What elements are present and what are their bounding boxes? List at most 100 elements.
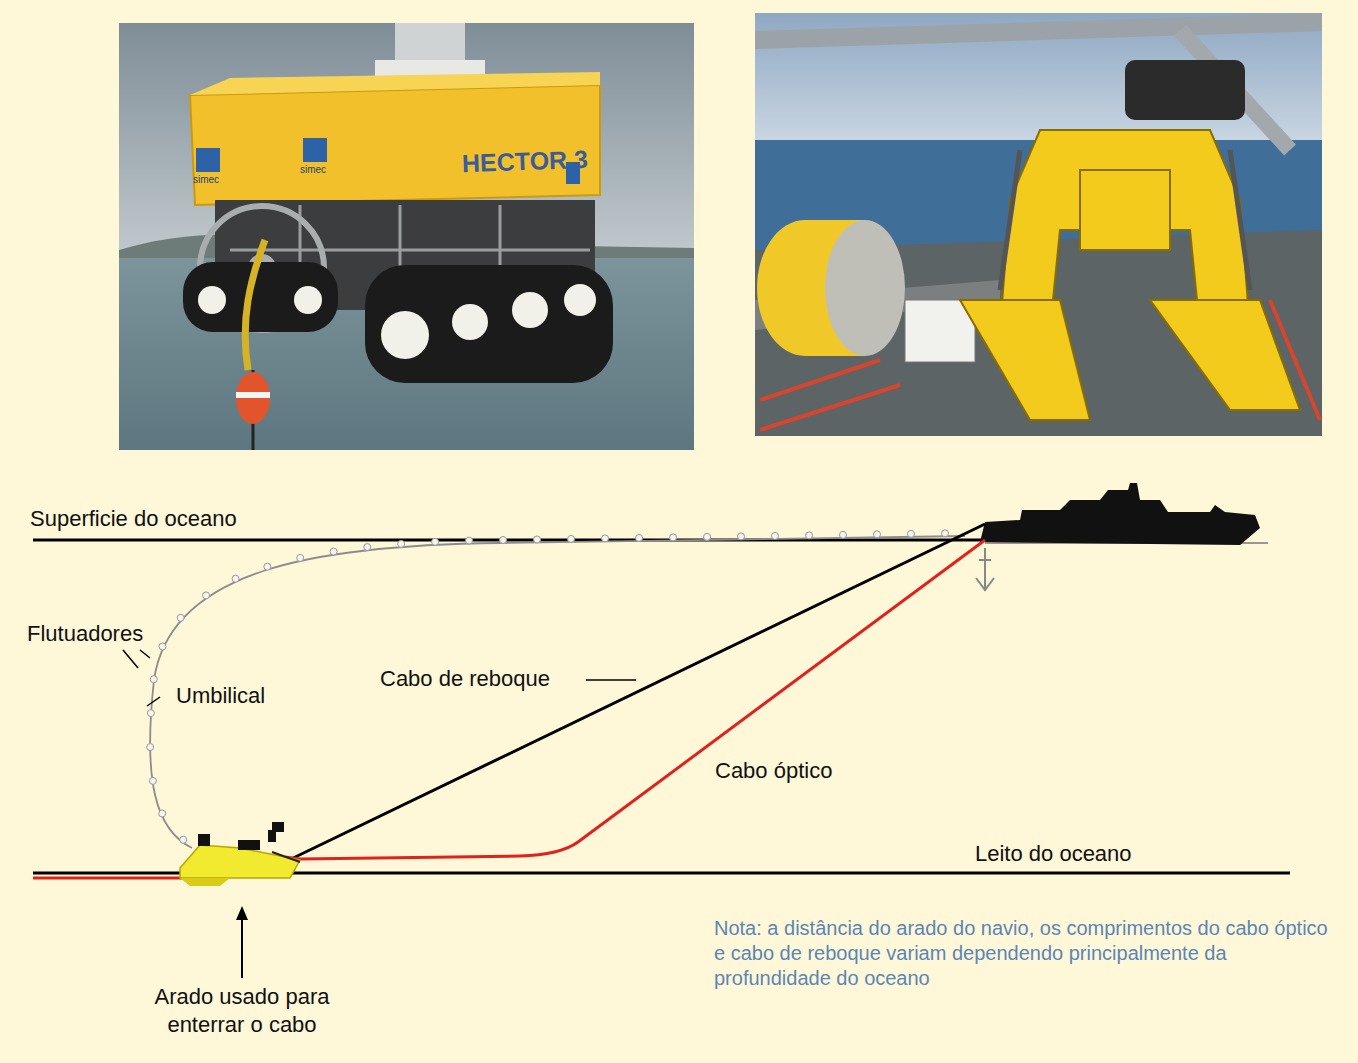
float-symbol (177, 614, 184, 621)
rov-photo-part-part (230, 249, 590, 252)
float-symbol (147, 710, 154, 717)
plough-photo-part-part (1150, 300, 1300, 410)
plough-symbol-part (272, 822, 284, 832)
float-symbol (297, 554, 304, 561)
tow-cable (287, 524, 985, 861)
float-symbol (264, 563, 271, 570)
float-symbol (908, 530, 915, 537)
rov-photo-part-part (381, 311, 429, 359)
rov-photo-part-part (198, 286, 226, 314)
leader-lines-part (147, 697, 160, 706)
float-symbol (942, 530, 949, 537)
plough-symbol (180, 822, 300, 886)
leader-lines-part (123, 650, 138, 668)
rov-photo-part-part (294, 286, 322, 314)
float-symbol (636, 534, 643, 541)
plough-photo-part (960, 130, 1300, 420)
float-symbol (806, 532, 813, 539)
float-symbol (149, 777, 156, 784)
plough-symbol-part (238, 840, 260, 850)
float-symbol (150, 676, 157, 683)
rov-photo-part (196, 148, 220, 172)
rov-photo-part (198, 284, 596, 359)
float-symbol (159, 810, 166, 817)
plough-photo (755, 13, 1322, 436)
rov-photo-part (190, 72, 600, 95)
rov-photo-part (303, 138, 327, 162)
float-symbol (364, 544, 371, 551)
anchor-symbol-part (984, 548, 986, 590)
plough-symbol-part (180, 878, 230, 886)
plough-photo-part-part (1230, 150, 1250, 290)
float-symbol (568, 535, 575, 542)
plough-photo-part-part (960, 300, 1090, 420)
float-symbol (330, 548, 337, 555)
plough-photo-part (825, 220, 905, 356)
anchor-symbol-part (976, 578, 994, 590)
leader-lines-part (586, 679, 636, 681)
rov-photo-part (190, 85, 600, 205)
buried-cable (33, 877, 185, 880)
section-diagram (33, 483, 1290, 978)
leader-lines-part (140, 650, 150, 658)
plough-photo-part (1000, 150, 1250, 290)
float-symbol (232, 575, 239, 582)
float-symbol (772, 532, 779, 539)
plough-photo-part-part (760, 360, 880, 400)
plough-label: Arado usado para enterrar o cabo (122, 983, 362, 1038)
rov-photo-part-part (452, 304, 488, 340)
rov-photo-part (365, 265, 613, 383)
surface-label: Superficie do oceano (30, 505, 237, 533)
rov-photo-part-part (564, 284, 596, 316)
plough-symbol-part (272, 852, 300, 862)
plough-photo-part (1125, 60, 1245, 120)
logo-text: simec (193, 174, 219, 187)
seabed-label: Leito do oceano (975, 840, 1132, 868)
float-symbol (874, 531, 881, 538)
float-symbol (534, 536, 541, 543)
umbilical-label: Umbilical (176, 682, 265, 710)
float-symbol (159, 643, 166, 650)
plough-photo-part (760, 300, 1320, 430)
plough-photo-part (755, 22, 1322, 40)
plough-photo-part-part (760, 385, 900, 430)
float-symbol (670, 534, 677, 541)
float-symbol (602, 535, 609, 542)
pointer-arrow-part (236, 906, 248, 920)
float-symbol (180, 836, 187, 843)
float-symbol (398, 540, 405, 547)
float-symbol (202, 592, 209, 599)
optical-cable-label: Cabo óptico (715, 757, 832, 785)
umbilical-cable (150, 536, 965, 848)
plough-photo-part (755, 13, 1322, 143)
float-symbol (738, 533, 745, 540)
float-symbol (466, 537, 473, 544)
plough-photo-part-part (1000, 150, 1020, 290)
plough-photo-part-part (1080, 170, 1170, 250)
optical-cable (285, 540, 985, 859)
rov-photo-part (183, 262, 338, 332)
logo-text: simec (300, 164, 326, 177)
ship-silhouette (980, 483, 1260, 545)
pointer-arrow-part (241, 918, 243, 978)
tow-cable-label: Cabo de reboque (380, 665, 550, 693)
anchor-symbol (976, 548, 994, 590)
rov-photo-part (245, 240, 265, 370)
rov-photo-part (395, 23, 465, 63)
rov-photo-part (119, 258, 694, 450)
float-symbol (147, 744, 154, 751)
pointer-arrow (236, 906, 248, 978)
note-text: Nota: a distância do arado do navio, os … (714, 916, 1339, 991)
anchor-symbol-part (979, 559, 991, 561)
section-diagram-part (33, 539, 985, 542)
rov-photo-part (236, 392, 270, 398)
float-symbol (432, 538, 439, 545)
floats-label: Flutuadores (27, 620, 143, 648)
rov-photo-part-part (512, 292, 548, 328)
float-symbol (840, 531, 847, 538)
machine-name: HECTOR 3 (461, 144, 588, 180)
rov-photo (119, 23, 694, 450)
float-symbol (704, 533, 711, 540)
